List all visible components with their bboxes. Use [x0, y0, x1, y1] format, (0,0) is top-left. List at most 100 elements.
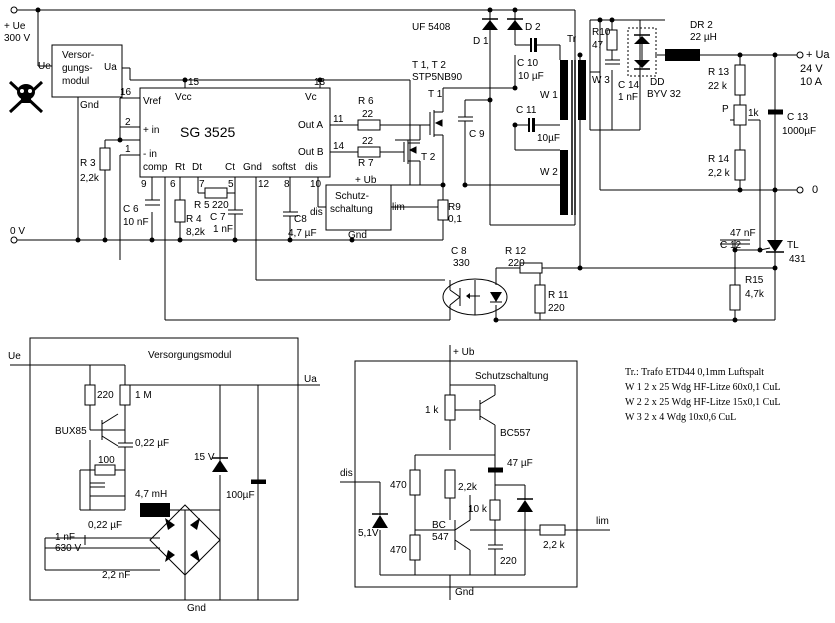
ic-pin-vc: Vc [305, 92, 317, 103]
versorgungsmodul-label-2: gungs- [62, 63, 93, 74]
ss-c47-label: 47 µF [507, 458, 533, 469]
ue-in-label: + Ue [4, 21, 26, 32]
ic-pin-outb: Out B [298, 147, 324, 158]
vm-c630-label: 630 V [55, 543, 81, 554]
vm-bux85-transistor [90, 413, 119, 447]
ua-out-label: + Ua [806, 49, 830, 61]
r4-value: 8,2k [186, 227, 206, 238]
ss-r10k-label: 10 k [468, 504, 488, 515]
r4-label: R 4 [186, 214, 202, 225]
pin-7: 7 [199, 179, 205, 190]
vm-c022a-label: 0,22 µF [135, 438, 169, 449]
transformer [560, 60, 586, 215]
tl-part: 431 [789, 254, 806, 265]
c10-label: C 10 [517, 58, 539, 69]
tr-label: Tr [567, 34, 577, 45]
pin-15: 15 [188, 77, 200, 88]
versorgungsmodul-block [51, 44, 123, 98]
ic-pin-ct: Ct [225, 162, 235, 173]
vm-c022b-label: 0,22 µF [88, 520, 122, 531]
ic-pin-vref: Vref [143, 96, 161, 107]
dr2-label: DR 2 [690, 20, 713, 31]
c13-label: C 13 [787, 112, 809, 123]
resistors-main [99, 29, 747, 314]
ss-bc547-label-1: BC [432, 520, 446, 531]
ua-out-volt: 24 V [800, 63, 823, 75]
r5-label: R 5 [194, 200, 210, 211]
vm-r1m-label: 1 M [135, 390, 152, 401]
pin-2: 2 [125, 117, 131, 128]
p-value: 1k [748, 108, 760, 119]
vm-c22-label: 2,2 nF [102, 570, 130, 581]
d1-label: D 1 [473, 36, 489, 47]
r10-label: R10 [592, 27, 611, 38]
ss-cap-47u [488, 468, 503, 472]
pin-16: 16 [120, 87, 132, 98]
r7-value: 22 [362, 136, 374, 147]
c10-value: 10 µF [518, 71, 544, 82]
vm-gnd-label: Gnd [187, 603, 206, 614]
ic-pin-comp: comp [143, 162, 168, 173]
ss-zener-51v [372, 513, 388, 528]
t1t2-part: STP5NB90 [412, 72, 462, 83]
d2-label: D 2 [525, 22, 541, 33]
vm-title: Versorgungsmodul [148, 350, 231, 361]
ss-dis-label: dis [340, 468, 353, 479]
ic-pin-dis: dis [305, 162, 318, 173]
optocoupler-c8 [442, 278, 508, 316]
versorgungsmodul-label-1: Versor- [62, 50, 94, 61]
c6-label: C 6 [123, 204, 139, 215]
vm-zener-15v [212, 457, 228, 472]
r13-value: 22 k [708, 81, 728, 92]
c11-label: C 11 [516, 105, 537, 116]
schutz-pin-dis: dis [310, 207, 323, 218]
r11-label: R 11 [548, 290, 569, 301]
ss-r1k-label: 1 k [425, 405, 439, 416]
r6-value: 22 [362, 109, 374, 120]
pin-6: 6 [170, 179, 176, 190]
note-w2: W 2 2 x 25 Wdg HF-Litze 15x0,1 CuL [625, 397, 780, 408]
note-trafo: Tr.: Trafo ETD44 0,1mm Luftspalt [625, 367, 764, 378]
w1-label: W 1 [540, 90, 558, 101]
dd-part: BYV 32 [647, 89, 681, 100]
pin-12: 12 [258, 179, 270, 190]
ic-pin-outa: Out A [298, 120, 323, 131]
r15-label: R15 [745, 275, 764, 286]
r10-value: 47 [592, 40, 604, 51]
ic-pin-in-minus: - in [143, 149, 157, 160]
diode-d2 [507, 18, 523, 30]
note-w1: W 1 2 x 25 Wdg HF-Litze 60x0,1 CuL [625, 382, 780, 393]
vm-ua-pin: Ua [104, 62, 117, 73]
r11-value: 220 [548, 303, 565, 314]
c12-value: 47 nF [730, 228, 756, 239]
ic-name: SG 3525 [180, 124, 235, 140]
c8-opto-value: 330 [453, 258, 470, 269]
r12-label: R 12 [505, 246, 527, 257]
cap-c10 [530, 38, 537, 52]
ss-r22k-label: 2,2k [458, 482, 478, 493]
cap-c11 [528, 118, 535, 132]
ic-pin-gnd: Gnd [243, 162, 262, 173]
r7-label: R 7 [358, 158, 374, 169]
ic-pin-vcc: Vcc [175, 92, 192, 103]
r14-label: R 14 [708, 154, 730, 165]
c8-soft-value: 4,7 µF [288, 228, 317, 239]
ue-volt-label: 300 V [4, 33, 30, 44]
vm-bux-label: BUX85 [55, 426, 87, 437]
junction-dots [35, 7, 778, 323]
r9-label: R9 [448, 202, 461, 213]
vm-r220-label: 220 [97, 390, 114, 401]
tl431-shunt [759, 240, 784, 253]
schutz-label-1: Schutz- [335, 191, 369, 202]
pin-8: 8 [284, 179, 290, 190]
ss-wires [340, 345, 610, 600]
vm-gnd-pin: Gnd [80, 100, 99, 111]
ss-bc557-label: BC557 [500, 428, 531, 439]
ic-pin-rt: Rt [175, 162, 185, 173]
ic-pin-softst: softst [272, 162, 296, 173]
uf5408-label: UF 5408 [412, 22, 451, 33]
mosfet-t1 [395, 108, 444, 141]
ic-pin-dt: Dt [192, 162, 202, 173]
w3-label: W 3 [592, 75, 610, 86]
